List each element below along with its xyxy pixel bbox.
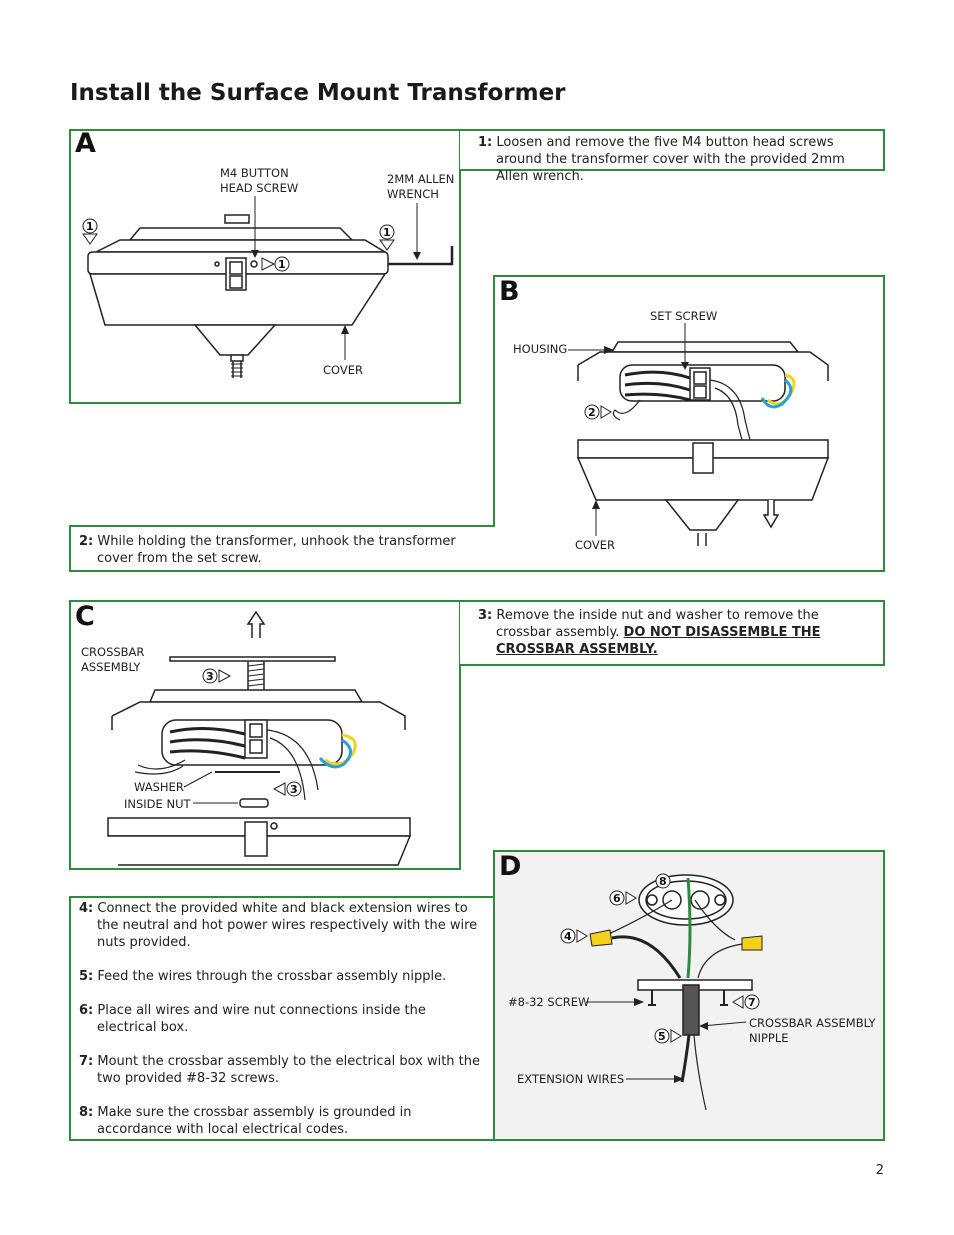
callout-d8: 8	[659, 875, 667, 888]
callout-d6: 6	[613, 892, 621, 905]
callout-d4: 4	[564, 930, 572, 943]
step-2-text: While holding the transformer, unhook th…	[97, 534, 456, 566]
step-5-num: 5:	[79, 969, 94, 984]
panel-c-letter: C	[75, 601, 95, 632]
label-crossbar-nipple: CROSSBAR ASSEMBLY NIPPLE	[749, 1016, 876, 1045]
label-housing: HOUSING	[513, 342, 568, 356]
step-6-text: Place all wires and wire nut connections…	[97, 1003, 426, 1035]
label-cover-a: COVER	[323, 363, 364, 377]
label-extension-wires: EXTENSION WIRES	[517, 1072, 625, 1086]
label-inside-nut: INSIDE NUT	[124, 797, 191, 811]
label-crossbar-assembly: CROSSBAR ASSEMBLY	[81, 645, 145, 674]
step-1: 1: Loosen and remove the five M4 button …	[478, 134, 873, 185]
step-1-num: 1:	[478, 135, 493, 150]
step-3-text: Remove the inside nut and washer to remo…	[496, 608, 819, 640]
panel-b-letter: B	[499, 276, 520, 307]
step-7-num: 7:	[79, 1054, 94, 1069]
steps-4-8-box	[69, 896, 495, 1141]
label-set-screw: SET SCREW	[650, 309, 718, 323]
callout-c3-bottom: 3	[290, 783, 298, 796]
step-1-text: Loosen and remove the five M4 button hea…	[496, 135, 845, 184]
step-3-box	[460, 600, 885, 666]
step-5-text: Feed the wires through the crossbar asse…	[97, 969, 447, 984]
step-3: 3: Remove the inside nut and washer to r…	[478, 607, 873, 658]
step-2: 2: While holding the transformer, unhook…	[79, 533, 484, 567]
page-number: 2	[875, 1163, 884, 1178]
callout-c3-top: 3	[206, 670, 214, 683]
panel-d-letter: D	[499, 851, 522, 882]
step-2-box	[69, 525, 495, 572]
step-6-num: 6:	[79, 1003, 94, 1018]
label-cover-b: COVER	[575, 538, 616, 552]
label-washer: WASHER	[134, 780, 184, 794]
step-2-num: 2:	[79, 534, 94, 549]
step-3-num: 3:	[478, 608, 493, 623]
step-7-text: Mount the crossbar assembly to the elect…	[97, 1054, 480, 1086]
label-allen-wrench: 2MM ALLEN WRENCH	[387, 172, 455, 201]
label-832-screw: #8-32 SCREW	[508, 995, 590, 1009]
callout-a1-left: 1	[86, 220, 94, 233]
page-title: Install the Surface Mount Transformer	[70, 80, 566, 106]
step-4-num: 4:	[79, 901, 94, 916]
step-8-num: 8:	[79, 1105, 94, 1120]
callout-a1-right: 1	[383, 226, 391, 239]
step-1-box	[460, 129, 885, 171]
label-m4-screw: M4 BUTTON HEAD SCREW	[220, 166, 299, 195]
step-3-warning: DO NOT DISASSEMBLE THE CROSSBAR ASSEMBLY…	[496, 625, 821, 657]
callout-b2: 2	[588, 406, 596, 419]
panel-a-letter: A	[75, 128, 96, 159]
steps-4-8: 4: Connect the provided white and black …	[79, 900, 484, 1138]
step-4-text: Connect the provided white and black ext…	[97, 901, 478, 950]
callout-d5: 5	[658, 1030, 666, 1043]
step-8-text: Make sure the crossbar assembly is groun…	[97, 1105, 412, 1137]
callout-d7: 7	[748, 996, 756, 1009]
callout-a1-mid: 1	[278, 258, 286, 271]
